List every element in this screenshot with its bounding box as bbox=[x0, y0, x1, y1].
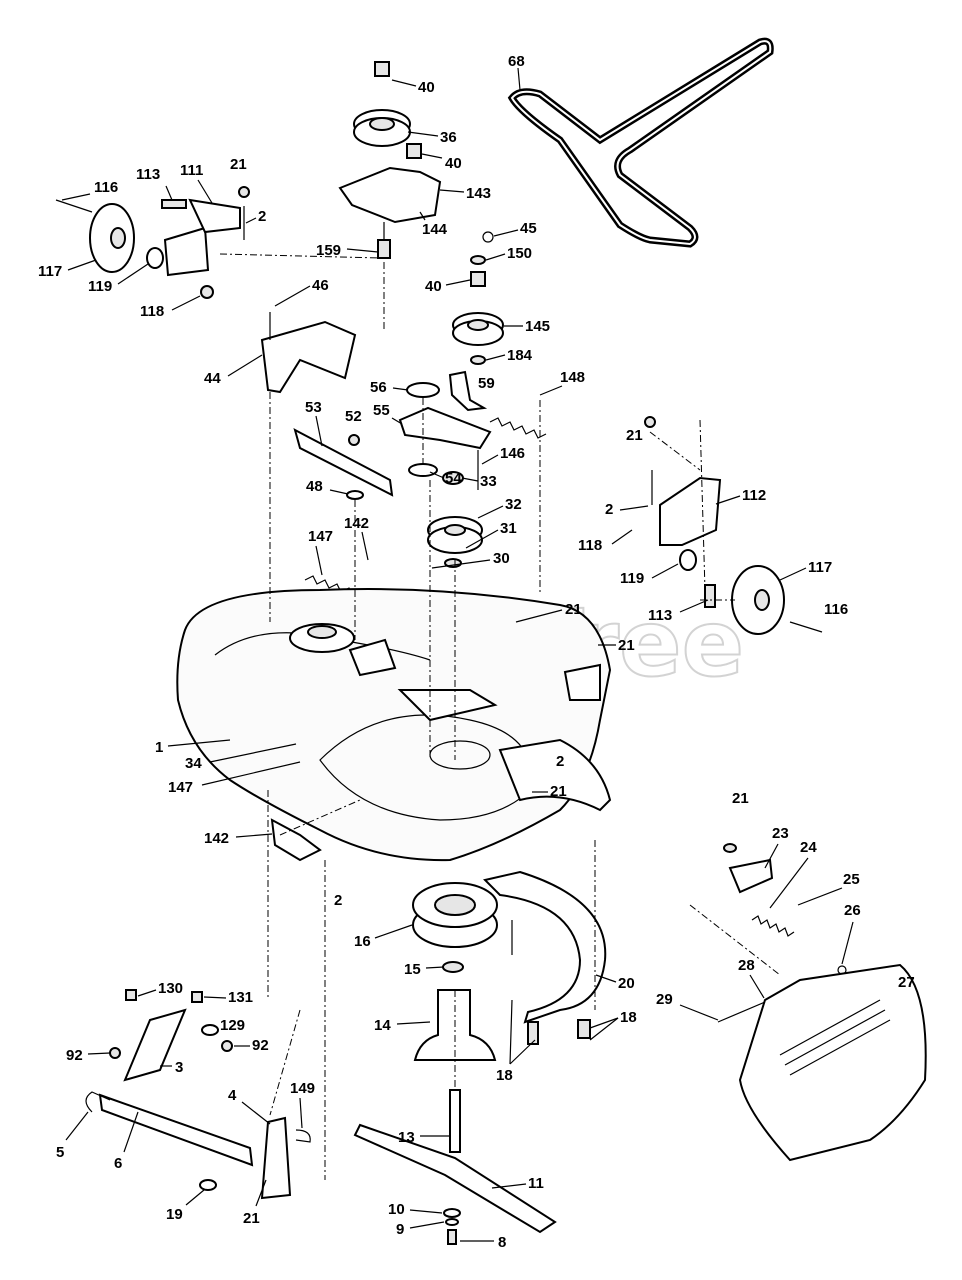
part-label: 130 bbox=[158, 980, 183, 997]
part-label: 24 bbox=[800, 839, 817, 856]
part-label: 21 bbox=[732, 790, 749, 807]
part-label: 34 bbox=[185, 755, 202, 772]
part-label: 142 bbox=[344, 515, 369, 532]
part-label: 45 bbox=[520, 220, 537, 237]
part-label: 5 bbox=[56, 1144, 64, 1161]
part-label: 25 bbox=[843, 871, 860, 888]
part-label: 2 bbox=[605, 501, 613, 518]
part-label: 29 bbox=[656, 991, 673, 1008]
part-label: 40 bbox=[425, 278, 442, 295]
part-label: 119 bbox=[88, 278, 112, 295]
part-label: 44 bbox=[204, 370, 221, 387]
part-label: 21 bbox=[243, 1210, 260, 1227]
part-label: 9 bbox=[396, 1221, 404, 1238]
part-label: 27 bbox=[898, 974, 915, 991]
part-labels: 40 36 40 143 144 159 68 116 113 111 21 2… bbox=[38, 53, 915, 1251]
part-label: 92 bbox=[66, 1047, 83, 1064]
belt-guard-44-drawing bbox=[260, 312, 357, 394]
part-label: 118 bbox=[578, 537, 602, 554]
part-label: 48 bbox=[306, 478, 323, 495]
part-label: 21 bbox=[565, 601, 582, 618]
part-label: 33 bbox=[480, 473, 497, 490]
part-label: 147 bbox=[168, 779, 193, 796]
part-label: 13 bbox=[398, 1129, 415, 1146]
part-label: 184 bbox=[507, 347, 533, 364]
part-label: 150 bbox=[507, 245, 532, 262]
bracket-142-bottom-drawing bbox=[270, 818, 322, 862]
part-label: 68 bbox=[508, 53, 525, 70]
part-label: 3 bbox=[175, 1059, 183, 1076]
part-label: 117 bbox=[808, 559, 832, 576]
part-label: 112 bbox=[742, 487, 766, 504]
part-label: 21 bbox=[550, 783, 567, 800]
part-label: 21 bbox=[626, 427, 643, 444]
part-label: 8 bbox=[498, 1234, 506, 1251]
part-label: 14 bbox=[374, 1017, 391, 1034]
part-label: 144 bbox=[422, 221, 448, 238]
part-label: 142 bbox=[204, 830, 229, 847]
part-label: 28 bbox=[738, 957, 755, 974]
part-label: 2 bbox=[258, 208, 266, 225]
part-label: 159 bbox=[316, 242, 341, 259]
wheel-assembly-right-drawing bbox=[644, 416, 823, 635]
part-label: 145 bbox=[525, 318, 550, 335]
part-label: 40 bbox=[418, 79, 435, 96]
part-label: 147 bbox=[308, 528, 333, 545]
part-label: 11 bbox=[528, 1175, 544, 1192]
part-label: 146 bbox=[500, 445, 525, 462]
part-label: 18 bbox=[496, 1067, 513, 1084]
part-label: 113 bbox=[136, 166, 160, 183]
spindle-drawing bbox=[353, 882, 557, 1245]
part-label: 53 bbox=[305, 399, 322, 416]
discharge-chute-drawing bbox=[717, 843, 927, 1162]
part-label: 111 bbox=[180, 162, 203, 179]
part-label: 32 bbox=[505, 496, 522, 513]
bracket-53-drawing bbox=[293, 428, 394, 500]
part-label: 116 bbox=[94, 179, 118, 196]
idler-assembly-right-drawing bbox=[452, 231, 504, 365]
part-label: 131 bbox=[228, 989, 253, 1006]
mower-deck-drawing bbox=[176, 588, 612, 862]
part-label: 59 bbox=[478, 375, 495, 392]
part-label: 92 bbox=[252, 1037, 269, 1054]
part-label: 46 bbox=[312, 277, 329, 294]
part-label: 18 bbox=[620, 1009, 637, 1026]
belt-68-drawing bbox=[507, 37, 774, 248]
part-label: 119 bbox=[620, 570, 644, 587]
part-label: 16 bbox=[354, 933, 371, 950]
part-label: 23 bbox=[772, 825, 789, 842]
part-label: 20 bbox=[618, 975, 635, 992]
part-label: 10 bbox=[388, 1201, 405, 1218]
part-label: 52 bbox=[345, 408, 362, 425]
part-label: 21 bbox=[230, 156, 247, 173]
part-label: 55 bbox=[373, 402, 390, 419]
part-label: 54 bbox=[445, 470, 462, 487]
part-label: 21 bbox=[618, 637, 635, 654]
part-label: 30 bbox=[493, 550, 510, 567]
part-label: 149 bbox=[290, 1080, 315, 1097]
part-label: 143 bbox=[466, 185, 491, 202]
part-label: 113 bbox=[648, 607, 672, 624]
part-label: 36 bbox=[440, 129, 457, 146]
part-label: 56 bbox=[370, 379, 387, 396]
part-label: 117 bbox=[38, 263, 62, 280]
part-label: 19 bbox=[166, 1206, 183, 1223]
part-label: 31 bbox=[500, 520, 517, 537]
part-label: 148 bbox=[560, 369, 585, 386]
alignment-lines bbox=[219, 253, 781, 1180]
part-label: 15 bbox=[404, 961, 421, 978]
baffle-20-drawing bbox=[483, 870, 607, 1045]
wheel-assembly-left-drawing bbox=[55, 186, 250, 299]
part-label: 26 bbox=[844, 902, 861, 919]
part-label: 40 bbox=[445, 155, 462, 172]
part-label: 1 bbox=[155, 739, 163, 756]
part-label: 2 bbox=[556, 753, 564, 770]
part-label: 2 bbox=[334, 892, 342, 909]
part-label: 6 bbox=[114, 1155, 122, 1172]
part-label: 118 bbox=[140, 303, 164, 320]
part-label: 129 bbox=[220, 1017, 245, 1034]
part-label: 4 bbox=[228, 1087, 237, 1104]
part-label: 116 bbox=[824, 601, 848, 618]
